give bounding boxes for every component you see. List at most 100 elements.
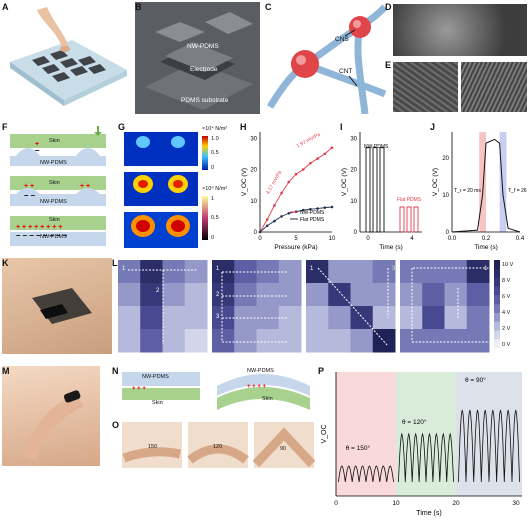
panel-a: A xyxy=(2,2,130,114)
panel-d: D xyxy=(385,2,527,58)
data-point xyxy=(323,152,327,156)
colorbar-tick: 0 xyxy=(211,165,215,171)
step-label: 1 xyxy=(216,266,220,272)
data-point xyxy=(316,207,319,210)
finger-angle-150 xyxy=(122,422,182,468)
fall-time-label: T_f = 26 ms xyxy=(508,188,527,194)
colorbar-l-tick: 0 V xyxy=(502,342,511,348)
heatmap-cell xyxy=(400,306,423,330)
panel-label-l: L xyxy=(112,258,118,268)
colorbar-title-2: ×10⁴ N/m² xyxy=(202,186,228,192)
angle-label: θ = 120° xyxy=(402,418,427,426)
x-tick-label: 10 xyxy=(392,500,400,507)
x-tick-label: 0.4 xyxy=(516,236,525,242)
y-axis-label: V_OC (V) xyxy=(241,168,248,196)
panel-label-n: N xyxy=(112,366,119,376)
colorbar-l-tick: 6 V xyxy=(502,294,511,300)
data-point xyxy=(258,230,262,234)
pulse-series-0 xyxy=(365,147,385,233)
heatmap-cell xyxy=(184,329,208,353)
heatmap-cell xyxy=(306,306,329,330)
panel-label-m: M xyxy=(2,366,10,376)
colorbar-l-segment xyxy=(494,304,500,313)
heatmap-cell xyxy=(306,283,329,307)
angle-label: θ = 90° xyxy=(465,376,486,384)
heatmap-cell xyxy=(162,260,186,284)
heatmap-cell xyxy=(350,260,374,284)
heatmap-cell xyxy=(444,306,468,330)
skin-label-3: Skin xyxy=(49,217,60,223)
legend-label: NW-PDMS xyxy=(300,210,325,216)
heatmap-cell xyxy=(234,260,257,284)
colorbar-tick: 1.0 xyxy=(211,136,219,142)
x-tick-label: 4 xyxy=(410,236,414,242)
bending-mechanism-diagram: + + + + + + + xyxy=(122,372,310,410)
sensor-array-illustration xyxy=(10,7,127,106)
colorbar-tick: 0.5 xyxy=(211,150,219,156)
heatmap-cell xyxy=(212,283,235,307)
heatmap-cell xyxy=(328,283,351,307)
data-point xyxy=(287,211,291,215)
heatmap-cell xyxy=(278,260,302,284)
data-point xyxy=(316,157,319,160)
x-tick-label: 5 xyxy=(294,236,298,242)
colorbar-l-segment xyxy=(494,260,500,269)
colorbar-l-segment xyxy=(494,339,500,349)
slope-annotation: 1.97 mV/Pa xyxy=(296,132,322,150)
heatmap-cell xyxy=(278,306,302,330)
y-tick-label: 20 xyxy=(350,168,357,174)
panel-label-b: B xyxy=(135,2,142,12)
heatmap-cell xyxy=(328,329,351,353)
y-axis-label: V_OC xyxy=(321,424,328,443)
step-label: 1 xyxy=(122,266,126,272)
colorbar-l-segment xyxy=(494,268,500,278)
colorbar-l-segment xyxy=(494,295,500,305)
y-tick-label: 10 xyxy=(350,199,357,205)
data-point xyxy=(330,146,334,149)
panel-label-e: E xyxy=(385,60,392,70)
data-point xyxy=(309,207,312,211)
y-tick-label: 20 xyxy=(250,168,257,174)
angle-signal-1 xyxy=(398,432,454,483)
x-axis-label: Time (s) xyxy=(474,244,498,251)
heatmap-cell xyxy=(140,283,163,307)
data-point xyxy=(309,161,312,165)
heatmap-cell xyxy=(234,283,257,307)
panel-label-d: D xyxy=(385,2,392,12)
n-label-skin-2: Skin xyxy=(262,396,273,402)
heatmap-cell xyxy=(212,329,235,353)
heatmap-cell xyxy=(422,283,445,307)
nw-label-3: NW-PDMS xyxy=(40,234,67,240)
svg-text:–: – xyxy=(35,146,40,155)
panel-n: N + + + + + + + NW-PDMS Skin NW-PDMS Ski… xyxy=(112,366,317,416)
heatmap-cell xyxy=(118,329,141,353)
panel-f: F + – + + + + – – + + + + + + + + – – – … xyxy=(2,122,114,254)
svg-text:+ + + +: + + + + xyxy=(247,384,267,390)
layer-label-nw-pdms: NW-PDMS xyxy=(187,43,219,50)
contact-mechanism-diagram: + – + + + + – – + + + + + + + + – – – – … xyxy=(10,126,106,246)
panel-label-i: I xyxy=(340,122,343,132)
heatmap-cell xyxy=(234,329,257,353)
colorbar-l-tick: 4 V xyxy=(502,310,511,316)
heatmap-cell xyxy=(162,329,186,353)
panel-m: M xyxy=(2,366,100,466)
layer-label-substrate: PDMS substrate xyxy=(181,97,229,104)
heatmap-cell xyxy=(118,283,141,307)
heatmap-cell xyxy=(162,306,186,330)
x-tick-label: 0 xyxy=(258,236,262,242)
panel-label-p: P xyxy=(318,366,325,376)
x-tick-label: 0 xyxy=(366,236,370,242)
heatmap-cell xyxy=(372,306,396,330)
svg-text:+ + +: + + + xyxy=(132,386,146,392)
data-point xyxy=(330,205,334,209)
heatmap-cell xyxy=(350,283,374,307)
cnt-cns-illustration xyxy=(266,4,388,115)
heatmap-cell xyxy=(444,260,468,284)
y-axis-label: V_OC (V) xyxy=(341,168,348,196)
layer-label-electrode: Electrode xyxy=(190,66,218,73)
panel-c: C CNS CNT xyxy=(265,2,388,115)
